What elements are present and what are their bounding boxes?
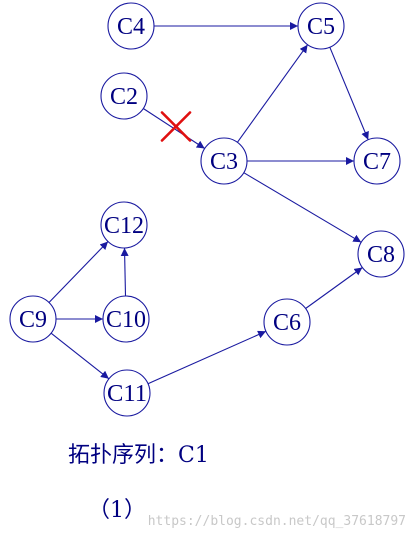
node-circle bbox=[263, 298, 311, 346]
node-c6: C6 bbox=[263, 298, 311, 346]
node-label: C6 bbox=[273, 310, 301, 336]
node-label: C3 bbox=[210, 149, 238, 175]
node-circle bbox=[107, 2, 155, 50]
edge-c3-to-c5 bbox=[236, 44, 309, 143]
cross-layer bbox=[160, 111, 192, 142]
node-label: C10 bbox=[106, 307, 146, 333]
node-c4: C4 bbox=[107, 2, 155, 50]
edge-c6-to-c8 bbox=[305, 267, 363, 309]
topological-sequence-caption: 拓扑序列：C1 bbox=[68, 443, 209, 468]
node-label: C4 bbox=[117, 14, 145, 40]
node-label: C12 bbox=[104, 213, 144, 239]
node-label: C5 bbox=[307, 14, 335, 40]
edge-c9-to-c12 bbox=[48, 241, 109, 303]
edges-layer bbox=[48, 22, 369, 385]
watermark-url: https://blog.csdn.net/qq_37618797 bbox=[147, 514, 406, 529]
node-circle bbox=[102, 295, 150, 343]
node-c10: C10 bbox=[102, 295, 150, 343]
node-circle bbox=[357, 230, 405, 278]
node-c7: C7 bbox=[353, 137, 401, 185]
edge-c11-to-c6 bbox=[147, 330, 267, 385]
node-c8: C8 bbox=[357, 230, 405, 278]
node-circle bbox=[297, 2, 345, 50]
node-c2: C2 bbox=[100, 72, 148, 120]
edge-c10-to-c12 bbox=[120, 247, 129, 297]
edge-c5-to-c7 bbox=[329, 46, 369, 141]
node-circle bbox=[200, 137, 248, 185]
node-circle bbox=[353, 137, 401, 185]
node-circle bbox=[103, 369, 151, 417]
node-label: C11 bbox=[107, 381, 147, 407]
node-c11: C11 bbox=[103, 369, 151, 417]
edge-c9-to-c11 bbox=[50, 332, 110, 380]
node-circle bbox=[100, 201, 148, 249]
edge-c3-to-c8 bbox=[243, 172, 362, 243]
removed-edge-cross-icon bbox=[160, 111, 192, 142]
node-c12: C12 bbox=[100, 201, 148, 249]
node-circle bbox=[100, 72, 148, 120]
node-c9: C9 bbox=[9, 295, 57, 343]
node-label: C9 bbox=[19, 307, 47, 333]
node-c5: C5 bbox=[297, 2, 345, 50]
node-label: C2 bbox=[110, 84, 138, 110]
node-label: C8 bbox=[367, 242, 395, 268]
node-circle bbox=[9, 295, 57, 343]
node-c3: C3 bbox=[200, 137, 248, 185]
node-label: C7 bbox=[363, 149, 391, 175]
figure-number-label: （1） bbox=[88, 498, 146, 523]
